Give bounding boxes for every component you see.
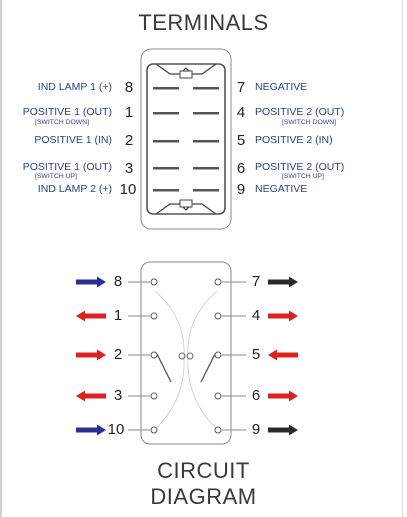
terminal-number-1: 1	[124, 104, 134, 121]
terminal-number-6: 6	[236, 160, 246, 177]
arrow-out-right-6	[268, 390, 298, 402]
circuit-number-right-6: 6	[251, 387, 261, 404]
terminal-slot-left	[153, 112, 179, 115]
arrow-in-left-2	[76, 349, 106, 361]
terminal-label-9: NEGATIVE	[255, 183, 308, 195]
page-border-left	[0, 0, 2, 517]
terminal-sublabel-4: [SWITCH DOWN]	[282, 119, 336, 126]
circuit-number-left-8: 8	[113, 273, 123, 290]
terminal-number-10: 10	[119, 181, 137, 198]
terminal-sublabel-1: [SWITCH DOWN]	[35, 119, 89, 126]
circuit-pin-right	[214, 312, 222, 320]
terminal-label-4: POSITIVE 2 (OUT)	[255, 106, 345, 118]
terminal-slot-right	[193, 112, 219, 115]
terminal-number-3: 3	[124, 160, 134, 177]
circuit-pin-left	[150, 278, 158, 286]
circuit-number-right-5: 5	[251, 346, 261, 363]
circuit-pin-left	[150, 426, 158, 434]
circuit-pin-right	[214, 278, 222, 286]
terminal-sublabel-3: [SWITCH UP]	[35, 173, 77, 180]
terminal-number-8: 8	[124, 79, 134, 96]
terminal-label-1: POSITIVE 1 (OUT)	[22, 106, 112, 118]
terminal-number-7: 7	[236, 79, 246, 96]
terminal-label-10: IND LAMP 2 (+)	[37, 183, 112, 195]
terminal-sublabel-6: [SWITCH UP]	[282, 173, 324, 180]
circuit-pin-right	[214, 426, 222, 434]
terminal-number-9: 9	[236, 181, 246, 198]
circuit-pin-left	[150, 392, 158, 400]
circuit-number-left-3: 3	[113, 387, 123, 404]
terminal-label-7: NEGATIVE	[255, 81, 308, 93]
terminal-label-2: POSITIVE 1 (IN)	[34, 134, 112, 146]
arrow-out-right-9	[268, 424, 298, 436]
terminals-title: TERMINALS	[138, 10, 269, 35]
circuit-title-line1: CIRCUIT	[157, 458, 250, 483]
circuit-pin-right	[214, 351, 222, 359]
terminal-slot-right	[193, 87, 219, 90]
terminal-label-3: POSITIVE 1 (OUT)	[22, 161, 112, 173]
arrow-out-right-7	[268, 276, 298, 288]
terminal-slot-right	[193, 167, 219, 170]
circuit-title-line2: DIAGRAM	[150, 484, 257, 509]
circuit-pin-left	[150, 351, 158, 359]
terminal-slots	[153, 87, 219, 192]
circuit-number-right-4: 4	[251, 307, 261, 324]
arrow-in-left-8	[76, 276, 106, 288]
terminal-number-2: 2	[124, 132, 134, 149]
terminal-label-6: POSITIVE 2 (OUT)	[255, 161, 345, 173]
terminal-number-5: 5	[236, 132, 246, 149]
terminal-label-8: IND LAMP 1 (+)	[37, 81, 112, 93]
circuit-number-left-1: 1	[113, 307, 123, 324]
terminal-slot-left	[153, 140, 179, 143]
circuit-pin-left	[150, 312, 158, 320]
terminal-slot-left	[153, 87, 179, 90]
circuit-number-right-9: 9	[251, 421, 261, 438]
terminal-slot-left	[153, 189, 179, 192]
terminal-slot-right	[193, 140, 219, 143]
terminal-label-5: POSITIVE 2 (IN)	[255, 134, 333, 146]
circuit-pin-right	[214, 392, 222, 400]
arrow-in-right-5	[268, 349, 298, 361]
terminal-slot-left	[153, 167, 179, 170]
page-border-right	[402, 0, 403, 517]
terminal-slot-right	[193, 189, 219, 192]
circuit-number-left-10: 10	[107, 421, 125, 438]
arrow-out-right-4	[268, 310, 298, 322]
arrow-in-left-10	[76, 424, 106, 436]
circuit-terminals	[76, 276, 298, 436]
terminal-number-4: 4	[236, 104, 246, 121]
circuit-number-left-2: 2	[113, 346, 123, 363]
arrow-out-left-3	[76, 390, 106, 402]
arrow-out-left-1	[76, 310, 106, 322]
circuit-number-right-7: 7	[251, 273, 261, 290]
